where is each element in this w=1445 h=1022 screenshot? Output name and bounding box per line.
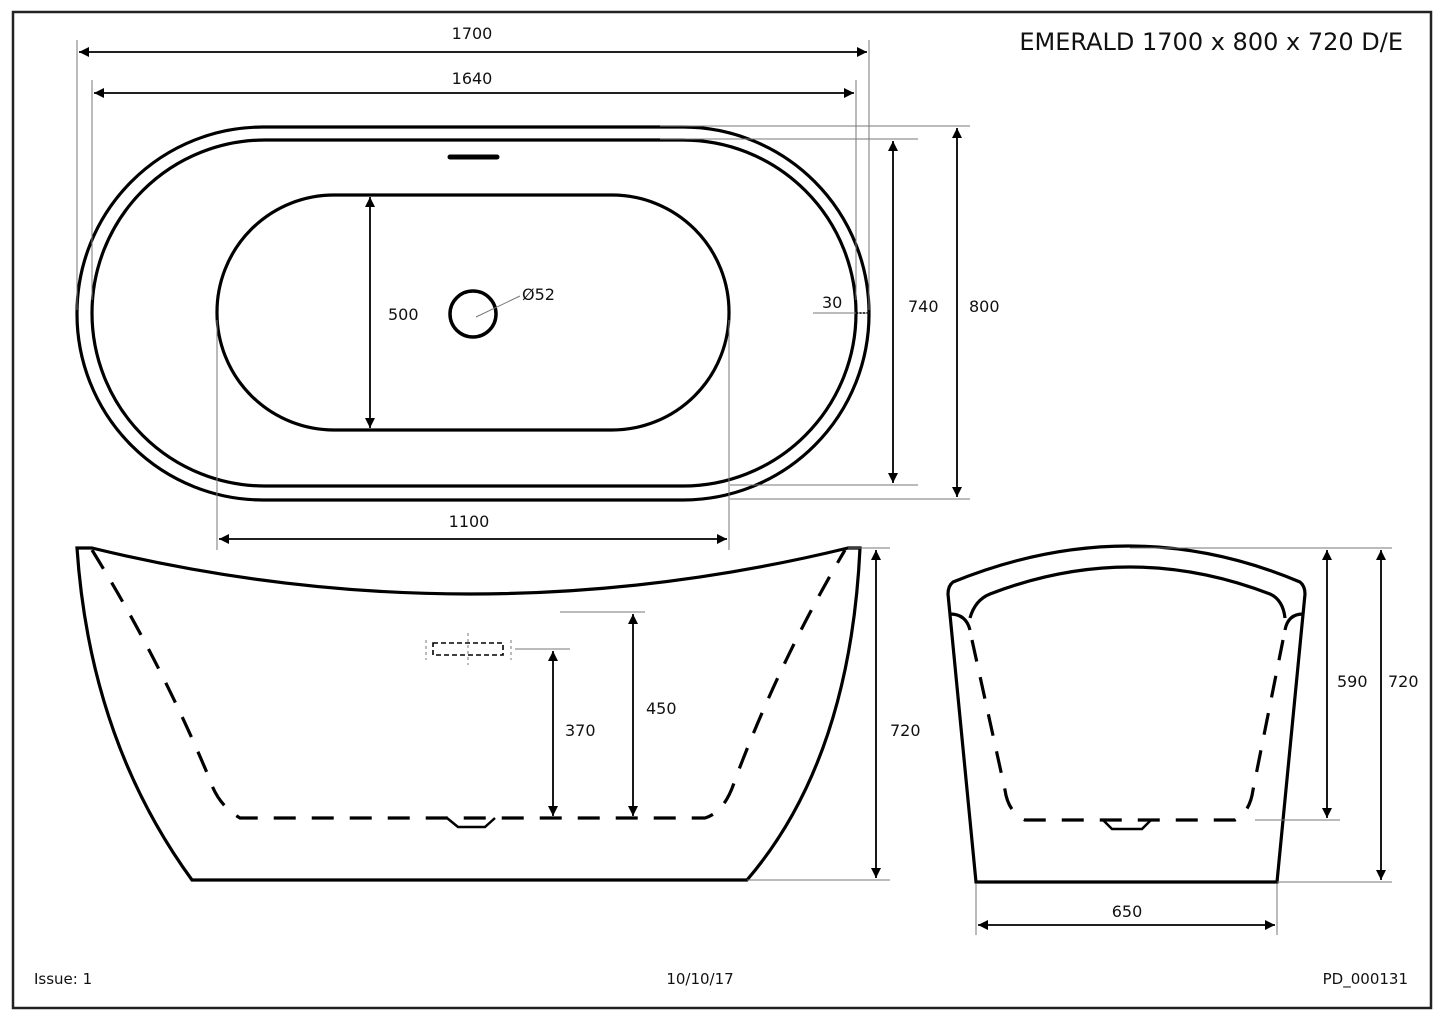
drawing-number-label: PD_000131 bbox=[1323, 970, 1408, 989]
rim-inner-length-label: 1640 bbox=[452, 69, 493, 88]
outer-rim-outline bbox=[75, 125, 871, 502]
rim-thickness-label: 30 bbox=[822, 293, 842, 312]
end-base-width-label: 650 bbox=[1112, 902, 1143, 921]
inner-rim-outline bbox=[90, 138, 858, 488]
end-outer-outline bbox=[946, 544, 1307, 884]
issue-label: Issue: 1 bbox=[34, 970, 92, 988]
waste-diameter-label: Ø52 bbox=[522, 285, 555, 304]
inner-width-label: 500 bbox=[388, 305, 419, 324]
sheet-border bbox=[11, 10, 1433, 1010]
end-inner-depth-label: 590 bbox=[1337, 672, 1368, 691]
side-inner-dashed-outline bbox=[90, 549, 847, 820]
plan-view: Ø52 1700 1640 500 1100 30 740 bbox=[75, 24, 1000, 550]
waste-fitting-icon bbox=[446, 817, 496, 829]
overall-width-label: 800 bbox=[969, 297, 1000, 316]
base-length-label: 1100 bbox=[449, 512, 490, 531]
overflow-height-label: 370 bbox=[565, 721, 596, 740]
end-height-label: 720 bbox=[1388, 672, 1419, 691]
end-inner-rim-outline bbox=[968, 565, 1287, 619]
side-view: 370 450 720 bbox=[75, 546, 921, 882]
waste-outlet-icon bbox=[448, 289, 498, 339]
end-view: 590 720 650 bbox=[946, 544, 1419, 935]
end-inner-dashed-outline bbox=[970, 639, 1285, 822]
end-waste-fitting-icon bbox=[1102, 819, 1152, 831]
inner-depth-label: 450 bbox=[646, 699, 677, 718]
side-height-label: 720 bbox=[890, 721, 921, 740]
rim-inner-width-label: 740 bbox=[908, 297, 939, 316]
overall-length-label: 1700 bbox=[452, 24, 493, 43]
date-label: 10/10/17 bbox=[666, 970, 733, 988]
basin-outline bbox=[215, 193, 731, 432]
overflow-fitting-icon bbox=[432, 642, 504, 656]
drawing-title: EMERALD 1700 x 800 x 720 D/E bbox=[1019, 28, 1403, 56]
side-outer-outline bbox=[75, 546, 862, 882]
